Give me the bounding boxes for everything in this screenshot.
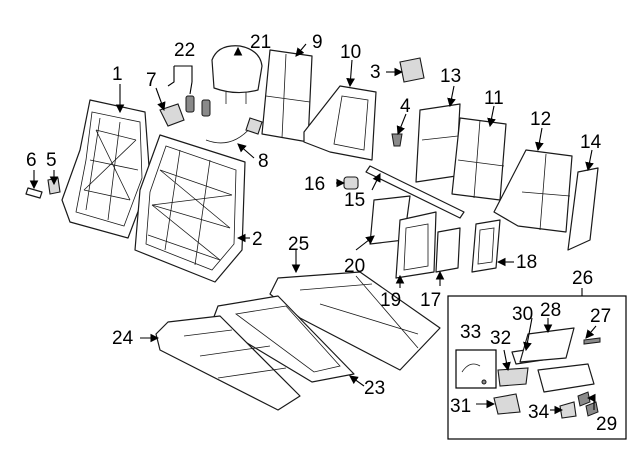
armrest-tray-26[interactable] xyxy=(537,363,595,393)
lid-28[interactable] xyxy=(519,327,575,363)
kit-26-box xyxy=(447,295,627,440)
armrest-frame-19[interactable] xyxy=(395,211,437,279)
callout-3: 3 xyxy=(370,62,381,83)
callout-7: 7 xyxy=(146,70,157,91)
callout-12: 12 xyxy=(530,109,551,130)
callout-27: 27 xyxy=(590,306,611,327)
callout-19: 19 xyxy=(380,290,401,311)
connector-33[interactable] xyxy=(455,349,497,389)
callout-4: 4 xyxy=(400,96,411,117)
callout-15: 15 xyxy=(344,190,365,211)
callout-34: 34 xyxy=(528,402,550,423)
callout-29: 29 xyxy=(596,414,617,435)
callout-33: 33 xyxy=(460,322,481,343)
callout-22: 22 xyxy=(174,40,195,61)
callout-24: 24 xyxy=(112,328,134,349)
callout-5: 5 xyxy=(46,150,57,171)
callout-14: 14 xyxy=(580,132,602,153)
callout-21: 21 xyxy=(250,32,271,53)
bolts-22[interactable] xyxy=(185,95,211,117)
callout-18: 18 xyxy=(516,252,537,273)
rod-15[interactable] xyxy=(365,165,465,219)
callout-1: 1 xyxy=(112,64,123,85)
screws-29[interactable] xyxy=(577,391,599,417)
latch-7[interactable] xyxy=(159,103,185,127)
seatback-pad-12[interactable] xyxy=(493,149,573,233)
clip-4[interactable] xyxy=(391,133,403,147)
seat-cushion-25[interactable] xyxy=(269,271,441,371)
trim-27[interactable] xyxy=(583,337,601,345)
callout-9: 9 xyxy=(312,32,323,53)
bolt-6[interactable] xyxy=(25,187,43,199)
callout-17: 17 xyxy=(420,290,441,311)
side-bolster-14[interactable] xyxy=(567,167,599,251)
armrest-panel-17[interactable] xyxy=(435,227,461,273)
clip-34[interactable] xyxy=(559,401,577,419)
seatback-cover-13[interactable] xyxy=(415,103,461,183)
callout-31: 31 xyxy=(450,396,471,417)
callout-labels: 1 2 3 4 5 6 7 8 9 10 11 12 13 14 15 16 1… xyxy=(26,32,617,435)
armrest-bezel-18[interactable] xyxy=(471,219,501,273)
callout-28: 28 xyxy=(540,300,561,321)
callout-20: 20 xyxy=(344,256,365,277)
right-seatback-frame[interactable] xyxy=(134,134,246,283)
callout-10: 10 xyxy=(340,42,361,63)
callout-2: 2 xyxy=(252,229,263,250)
callout-23: 23 xyxy=(364,378,385,399)
callout-26: 26 xyxy=(572,268,593,289)
base-31[interactable] xyxy=(493,393,521,415)
bracket-3[interactable] xyxy=(399,57,425,83)
callout-30: 30 xyxy=(512,304,533,325)
callout-6: 6 xyxy=(26,150,37,171)
callout-13: 13 xyxy=(440,66,461,87)
seatback-panel-10[interactable] xyxy=(303,85,377,161)
pin-16[interactable] xyxy=(343,176,359,190)
callout-11: 11 xyxy=(484,88,504,109)
callout-32: 32 xyxy=(490,328,511,349)
left-seatback-frame[interactable] xyxy=(61,99,151,239)
seatback-pad-11[interactable] xyxy=(451,117,507,201)
release-cable-8[interactable] xyxy=(205,117,263,144)
callout-25: 25 xyxy=(288,234,309,255)
headrest-21[interactable] xyxy=(211,45,263,104)
seatback-cover-9[interactable] xyxy=(261,49,313,143)
callout-16: 16 xyxy=(304,174,325,195)
bracket-32[interactable] xyxy=(497,367,529,387)
leader-lines xyxy=(29,43,597,415)
callout-8: 8 xyxy=(258,151,269,172)
